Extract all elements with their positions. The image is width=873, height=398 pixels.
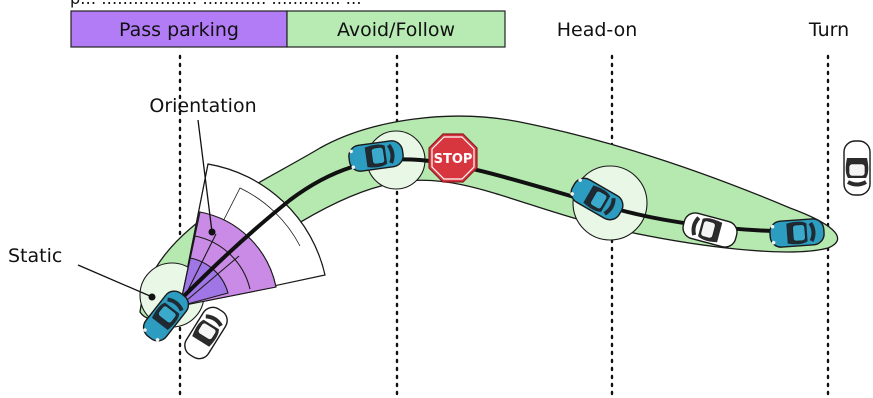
phase-label-pass-parking: Pass parking	[119, 19, 239, 41]
static-marker-dot	[148, 293, 156, 301]
phase-box-pass-parking	[70, 10, 288, 48]
static-label: Static	[8, 245, 62, 267]
phase-label-head-on: Head-on	[557, 19, 638, 41]
orientation-label: Orientation	[149, 95, 256, 117]
orientation-marker-dot	[208, 228, 216, 236]
blue-car-turn	[767, 216, 827, 250]
white-car-turn-road	[842, 139, 872, 197]
orientation-leader-line	[197, 119, 213, 233]
planned-corridor	[139, 115, 839, 321]
static-leader-line	[77, 264, 151, 297]
phase-header: Pass parking Avoid/Follow Head-on Turn	[70, 10, 849, 48]
phase-label-turn: Turn	[808, 19, 849, 41]
phase-box-avoid-follow	[286, 10, 506, 48]
stop-sign-icon: STOP	[428, 133, 478, 183]
top-cut-text: p… ……………… ………… …………. …	[70, 0, 362, 8]
stop-sign-text: STOP	[434, 152, 473, 167]
orientation-wedge	[179, 211, 277, 307]
phase-label-avoid-follow: Avoid/Follow	[337, 19, 455, 41]
